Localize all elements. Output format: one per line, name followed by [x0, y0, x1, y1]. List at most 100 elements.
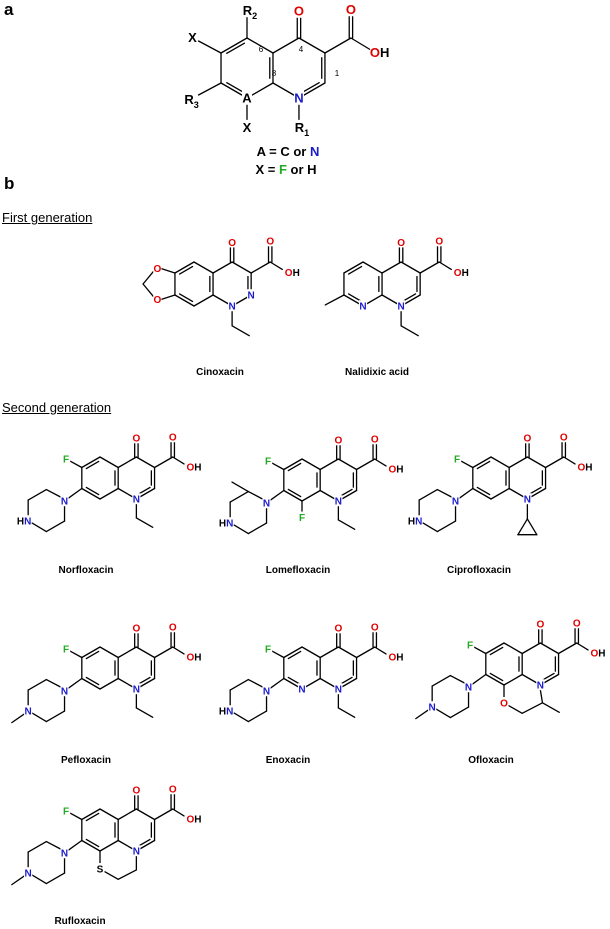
fluorine-bond [69, 460, 83, 469]
carboxyl-oh-bond [269, 261, 283, 271]
bond [246, 37, 274, 54]
piperazine-bond [31, 874, 47, 885]
nh-label: HN [219, 519, 233, 530]
nitrogen-label: N [452, 497, 459, 508]
bond [539, 642, 560, 655]
oxygen-label: O [228, 238, 236, 249]
atom-label-bg [262, 685, 271, 697]
oxygen-label: O [169, 433, 177, 444]
atom-label-bg [60, 495, 69, 507]
atom-label-bg [60, 685, 69, 697]
ethyl-bond [135, 517, 154, 528]
bond [489, 646, 504, 656]
hydroxyl-label: OH [454, 268, 469, 279]
oxygen-label: O [153, 295, 161, 306]
fluorine-label: F [299, 513, 305, 524]
atom-label-bg [536, 618, 545, 630]
piperazine-link [67, 677, 83, 689]
legend-x-suffix: or H [286, 162, 317, 177]
bond [117, 456, 138, 469]
nitrogen-label: N [335, 497, 342, 508]
nh-label: HN [219, 707, 233, 718]
nitrogen-label: N [263, 499, 270, 510]
carboxyl-bond [355, 646, 376, 659]
bond [283, 646, 303, 659]
atom-label-bg [293, 3, 304, 18]
fluorine-label: F [467, 640, 473, 651]
bond [503, 642, 523, 655]
piperazine-bond [247, 710, 268, 723]
carboxyl-oh-bond [438, 261, 452, 271]
oxygen-label: O [132, 624, 140, 635]
legend-x-f: F [278, 162, 287, 177]
position-6-label: 6 [259, 45, 264, 54]
sulfur-label: S [97, 864, 104, 875]
bond [99, 839, 119, 852]
hydroxyl-label: OH [389, 653, 404, 664]
compound-name-rufloxacin: Rufloxacin [54, 916, 106, 927]
atom-label-bg [218, 517, 234, 529]
hydroxyl-label: OH [187, 653, 202, 664]
panel-a-letter: a [4, 0, 14, 19]
bond [301, 489, 321, 502]
bond [85, 650, 100, 660]
atom-label-bg [334, 683, 343, 695]
atom-label-bg [266, 235, 275, 247]
atom-label-bg [358, 300, 368, 312]
piperazine-bond [233, 712, 249, 723]
atom-label-bg [187, 29, 198, 45]
nh-label: HN [17, 517, 31, 528]
piperazine-bond [247, 678, 264, 688]
hydroxyl-label: OH [285, 268, 300, 279]
methyl-bond [324, 294, 345, 306]
carboxyl-oh-bond [563, 456, 576, 465]
atom-label-bg [168, 783, 177, 795]
atom-label-bg [61, 804, 71, 816]
nitrogen-label: N [25, 707, 32, 718]
ethyl-bond [400, 325, 419, 337]
fluorine-label: F [265, 456, 271, 467]
nitrogen-label: N [133, 685, 140, 696]
r3-label: R3 [184, 92, 198, 110]
bond [193, 294, 214, 307]
bond [490, 456, 510, 469]
bond [287, 462, 302, 472]
fluorine-bond [271, 650, 285, 659]
nitrogen-label: N [263, 687, 270, 698]
bond [476, 486, 491, 496]
atom-label-bg [132, 845, 141, 857]
legend-x-definition: X = F or H [255, 162, 316, 177]
atom-label-bg [132, 622, 141, 634]
oxygen-label: O [523, 434, 531, 445]
bond [99, 487, 119, 500]
atom-label-bg [407, 515, 423, 527]
r2-label: R2 [243, 3, 257, 21]
bond [472, 487, 492, 500]
bond [178, 293, 194, 303]
bond [472, 456, 492, 469]
fluorine-bond [473, 646, 487, 655]
oxygen-label: O [169, 785, 177, 796]
atom-label-bg [454, 266, 469, 278]
bond [381, 261, 402, 274]
atom-label-bg [24, 705, 33, 717]
atom-label-bg [397, 236, 406, 248]
atom-label-bg [577, 461, 593, 473]
oxygen-label: O [371, 623, 379, 634]
atom-label-bg [345, 1, 356, 17]
carboxyl-bond [557, 642, 578, 655]
nitrogen-label: N [429, 703, 436, 714]
bond [362, 261, 383, 274]
bond [283, 489, 303, 502]
nitrogen-label: N [61, 687, 68, 698]
dioxole-bond [142, 270, 154, 285]
compound-name-ofloxacin: Ofloxacin [468, 755, 514, 766]
oxazine-bond [539, 689, 544, 704]
compound-name-nalidixic-acid: Nalidixic acid [345, 367, 409, 378]
bond [81, 839, 101, 852]
piperazine-bond [45, 678, 62, 688]
bond [476, 460, 491, 470]
atom-label-bg [435, 235, 444, 247]
bond [347, 265, 363, 275]
